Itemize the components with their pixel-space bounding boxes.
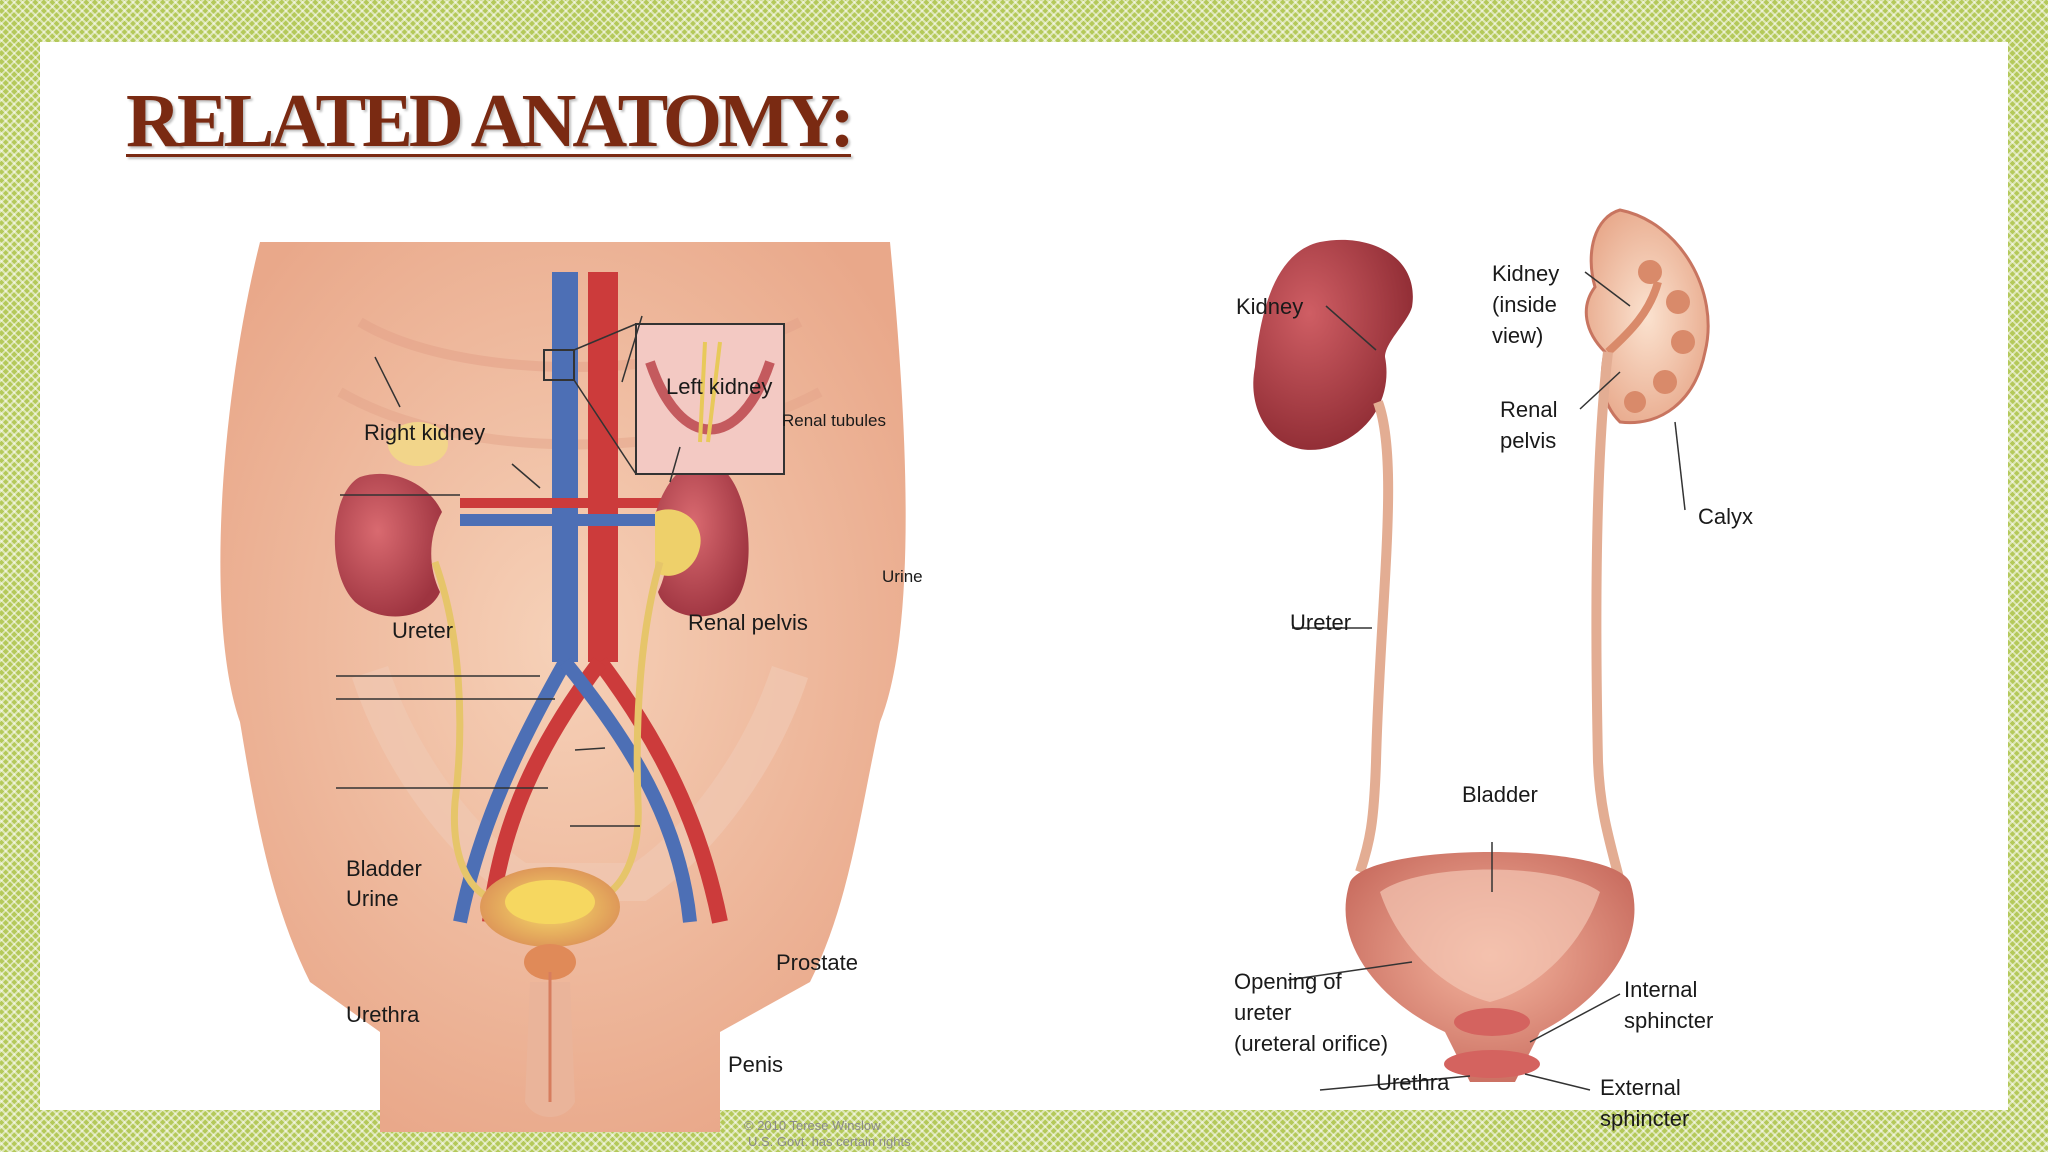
urinary-tract-diagram [1253,208,1710,1091]
label-kidney: Kidney [1236,294,1304,319]
torso-diagram [220,242,906,1132]
label-kidney-inside-view: Kidney (inside view) [1492,261,1560,348]
label-renal-pelvis: Renal pelvis [1500,397,1558,453]
left-kidney [656,461,749,617]
aorta [588,272,618,662]
right-ureter [431,560,502,906]
ureter-right [1591,351,1625,884]
male-urinary-system-illustration: Right kidney Left kidney Renal tubules U… [160,202,1000,1149]
left-ureter [588,561,664,906]
label-prostate: Prostate [776,950,858,975]
kidney-outside [1253,239,1413,450]
slide: RELATED ANATOMY: [40,42,2008,1149]
left-renal-pelvis [655,509,701,576]
inset-source-box [543,349,575,381]
label-urethra: Urethra [1376,1070,1450,1095]
credit-line-2: U.S. Govt. has certain rights [748,1134,911,1149]
label-bladder: Bladder [1462,782,1538,807]
label-urine-inset: Urine [882,567,923,586]
label-ureter: Ureter [1290,610,1352,635]
label-renal-pelvis-left-fig: Renal pelvis [688,610,808,635]
label-calyx: Calyx [1698,504,1754,529]
renal-tubules-inset [635,323,785,475]
label-internal-sphincter: Internal sphincter [1624,977,1714,1033]
renal-pelvis [1605,280,1662,355]
label-penis: Penis [728,1052,784,1077]
slide-title: RELATED ANATOMY: [126,79,855,163]
calyx [1653,370,1677,394]
right-kidney [334,473,442,617]
vena-cava [552,272,578,662]
prostate [524,944,576,980]
label-right-kidney: Right kidney [364,420,486,445]
label-bladder-left-fig: Bladder [346,856,422,881]
urine-in-bladder [505,880,595,924]
credit-line-1: © 2010 Terese Winslow [744,1118,881,1133]
internal-sphincter [1454,1008,1530,1036]
kidney-inside-view [1584,208,1710,425]
label-opening-of-ureter: Opening of ureter (ureteral orifice) [1234,969,1389,1056]
label-left-kidney: Left kidney [666,374,773,399]
label-ureter-left-fig: Ureter [392,618,454,643]
ureter-left [1355,400,1394,874]
label-urethra-left-fig: Urethra [346,1002,420,1027]
label-urine-left-fig: Urine [346,886,399,911]
label-renal-tubules: Renal tubules [782,411,886,430]
right-adrenal-gland [388,422,448,466]
urinary-tract-illustration: Kidney Kidney (inside view) Renal pelvis… [1180,202,1780,1131]
label-external-sphincter: External sphincter [1600,1075,1690,1131]
external-sphincter [1444,1050,1540,1078]
